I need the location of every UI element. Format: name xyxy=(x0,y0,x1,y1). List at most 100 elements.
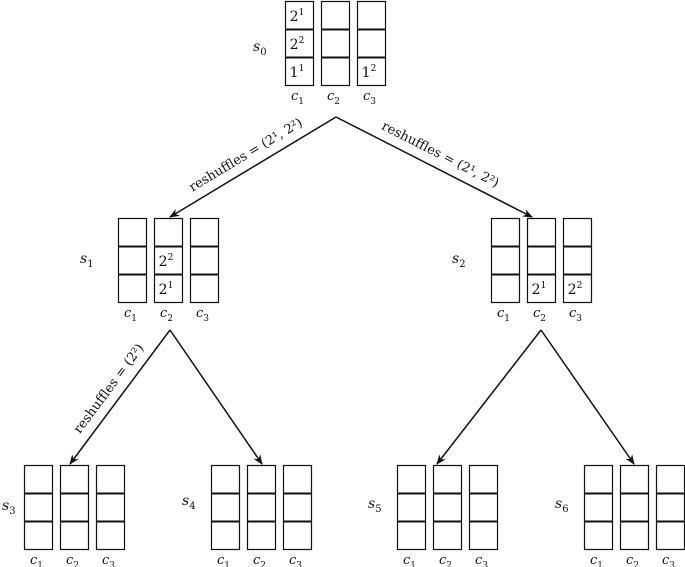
stack-outline xyxy=(468,464,499,551)
stack: c2 xyxy=(320,0,351,107)
state-label: s1 xyxy=(80,251,94,270)
stack: c1 xyxy=(396,464,427,567)
container-item: 22 xyxy=(290,36,305,53)
stack-label: c2 xyxy=(626,553,639,567)
container-item: 12 xyxy=(362,64,377,81)
stack-label: c1 xyxy=(124,306,137,324)
stack-label: c1 xyxy=(291,89,304,107)
stack-label: c3 xyxy=(569,306,582,324)
container-item: 21 xyxy=(290,8,305,25)
stack-outline xyxy=(396,464,427,551)
stack-outline xyxy=(655,464,685,551)
edge-arrow xyxy=(169,116,337,218)
edge-arrow xyxy=(436,329,542,465)
edge-arrow xyxy=(540,329,635,465)
edge-s1-s4 xyxy=(169,329,263,465)
stack-label: c1 xyxy=(403,553,416,567)
edge-s0-s1: reshuffles = (2¹, 2²) xyxy=(169,116,337,218)
stack-label: c2 xyxy=(253,553,266,567)
state-s3: s3 c1 c2 c3 xyxy=(2,464,126,567)
stack-label: c3 xyxy=(363,89,376,107)
state-label: s2 xyxy=(452,251,466,270)
stack-label: c1 xyxy=(497,306,510,324)
state-s4: s4 c1 c2 c3 xyxy=(182,464,313,567)
stack: 22 21 c2 xyxy=(153,217,184,324)
edge-arrow xyxy=(169,329,263,465)
stack-outline xyxy=(23,464,54,551)
stack-label: c2 xyxy=(533,306,546,324)
edge-s0-s2: reshuffles = (2¹, 2²) xyxy=(335,116,533,218)
stack: c1 xyxy=(583,464,614,567)
stack-outline xyxy=(432,464,463,551)
container-item: 22 xyxy=(159,253,174,270)
stack: c2 xyxy=(246,464,277,567)
stack-outline xyxy=(619,464,650,551)
stack: c3 xyxy=(655,464,685,567)
stack: c3 xyxy=(282,464,313,567)
stack: c1 xyxy=(210,464,241,567)
stack-outline xyxy=(526,217,557,304)
stack-label: c1 xyxy=(30,553,43,567)
stack-label: c2 xyxy=(327,89,340,107)
stack-outline xyxy=(356,0,387,87)
stack-outline xyxy=(117,217,148,304)
stack: c3 xyxy=(95,464,126,567)
stack-label: c1 xyxy=(217,553,230,567)
container-item: 11 xyxy=(290,64,305,81)
stack-outline xyxy=(95,464,126,551)
stack-label: c3 xyxy=(289,553,302,567)
state-label: s0 xyxy=(253,39,267,58)
stack: c3 xyxy=(468,464,499,567)
stack-outline xyxy=(583,464,614,551)
stack-label: c2 xyxy=(66,553,79,567)
stack: c1 xyxy=(23,464,54,567)
state-s6: s6 c1 c2 c3 xyxy=(555,464,685,567)
stack-outline xyxy=(284,0,315,87)
stack-outline xyxy=(282,464,313,551)
stack: c1 xyxy=(117,217,148,324)
edge-arrow xyxy=(335,116,533,218)
stack-outline xyxy=(562,217,593,304)
stack-outline xyxy=(153,217,184,304)
state-s5: s5 c1 c2 c3 xyxy=(368,464,499,567)
stack-label: c3 xyxy=(102,553,115,567)
edge-s2-s6 xyxy=(540,329,635,465)
stack: c2 xyxy=(432,464,463,567)
stack: c2 xyxy=(59,464,90,567)
stack-label: c2 xyxy=(160,306,173,324)
container-item: 21 xyxy=(532,281,547,298)
stack-outline xyxy=(210,464,241,551)
stack-label: c3 xyxy=(475,553,488,567)
edge-label: reshuffles = (2¹, 2²) xyxy=(379,119,501,191)
edge-s1-s3: reshuffles = (2²) xyxy=(69,329,171,465)
edge-label: reshuffles = (2¹, 2²) xyxy=(187,116,306,196)
stack: c2 xyxy=(619,464,650,567)
container-item: 22 xyxy=(568,281,583,298)
stack-outline xyxy=(490,217,521,304)
stack-outline xyxy=(246,464,277,551)
stack-label: c3 xyxy=(662,553,675,567)
edge-arrow xyxy=(69,329,171,465)
stack-outline xyxy=(59,464,90,551)
stack-outline xyxy=(189,217,220,304)
state-label: s5 xyxy=(368,496,382,515)
state-label: s3 xyxy=(2,498,16,517)
stack: 21 22 11 c1 xyxy=(284,0,315,107)
state-label: s6 xyxy=(555,496,569,515)
edge-s2-s5 xyxy=(436,329,542,465)
edge-label: reshuffles = (2²) xyxy=(71,341,148,436)
stack-outline xyxy=(320,0,351,87)
state-s1: s1 c1 22 21 c2 c3 xyxy=(80,217,220,324)
state-label: s4 xyxy=(182,493,196,512)
container-item: 21 xyxy=(159,281,174,298)
stack-label: c3 xyxy=(196,306,209,324)
stack-label: c1 xyxy=(590,553,603,567)
stack: c1 xyxy=(490,217,521,324)
